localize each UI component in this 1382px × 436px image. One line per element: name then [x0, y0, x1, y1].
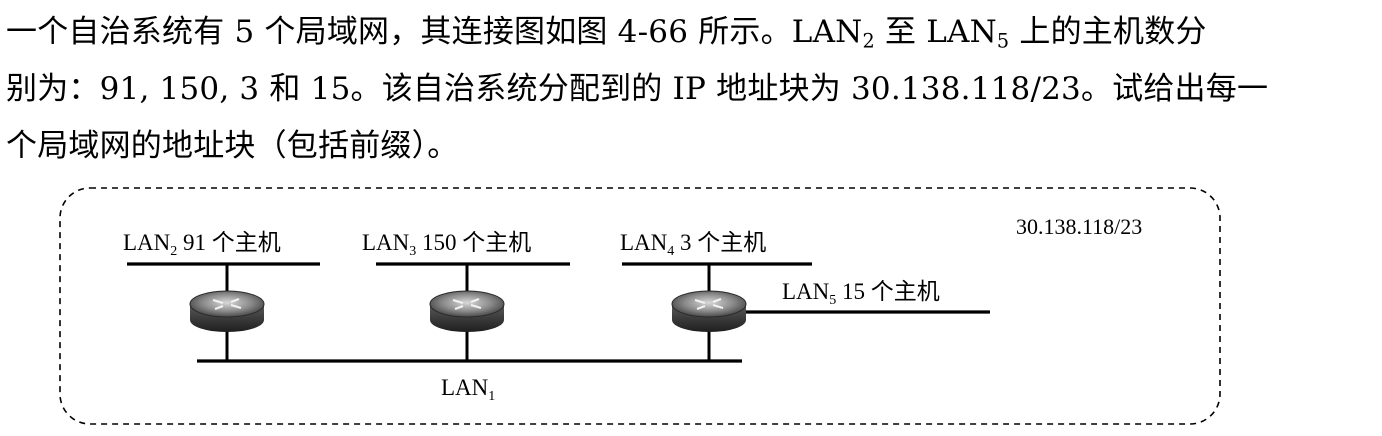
lan5-subscript: 5	[996, 29, 1010, 53]
router-2-icon	[429, 290, 505, 332]
as-prefix-label: 30.138.118/23	[1016, 214, 1142, 239]
as-boundary	[59, 187, 1221, 425]
question-line-3: 个局域网的地址块（包括前缀）。	[6, 128, 459, 164]
question-line-1-part-c: 上的主机数分	[1009, 14, 1207, 50]
lan3-label: LAN3 150 个主机	[362, 230, 531, 259]
question-line-1-part-a: 一个自治系统有 5 个局域网，其连接图如图 4-66 所示。LAN	[6, 14, 863, 50]
lan2-label: LAN2 91 个主机	[123, 230, 281, 259]
lan1-label: LAN1	[441, 375, 495, 404]
lan4-label: LAN4 3 个主机	[620, 230, 766, 259]
router-3-icon	[671, 290, 747, 332]
question-line-1-part-b: 至 LAN	[874, 14, 997, 50]
question-line-1: 一个自治系统有 5 个局域网，其连接图如图 4-66 所示。LAN2 至 LAN…	[6, 4, 1378, 61]
lan5-label: LAN5 15 个主机	[782, 279, 940, 308]
question-text: 一个自治系统有 5 个局域网，其连接图如图 4-66 所示。LAN2 至 LAN…	[6, 4, 1378, 175]
router-1-icon	[189, 290, 265, 332]
question-line-2: 别为：91, 150, 3 和 15。该自治系统分配到的 IP 地址块为 30.…	[6, 71, 1269, 107]
lan2-subscript: 2	[862, 29, 875, 53]
